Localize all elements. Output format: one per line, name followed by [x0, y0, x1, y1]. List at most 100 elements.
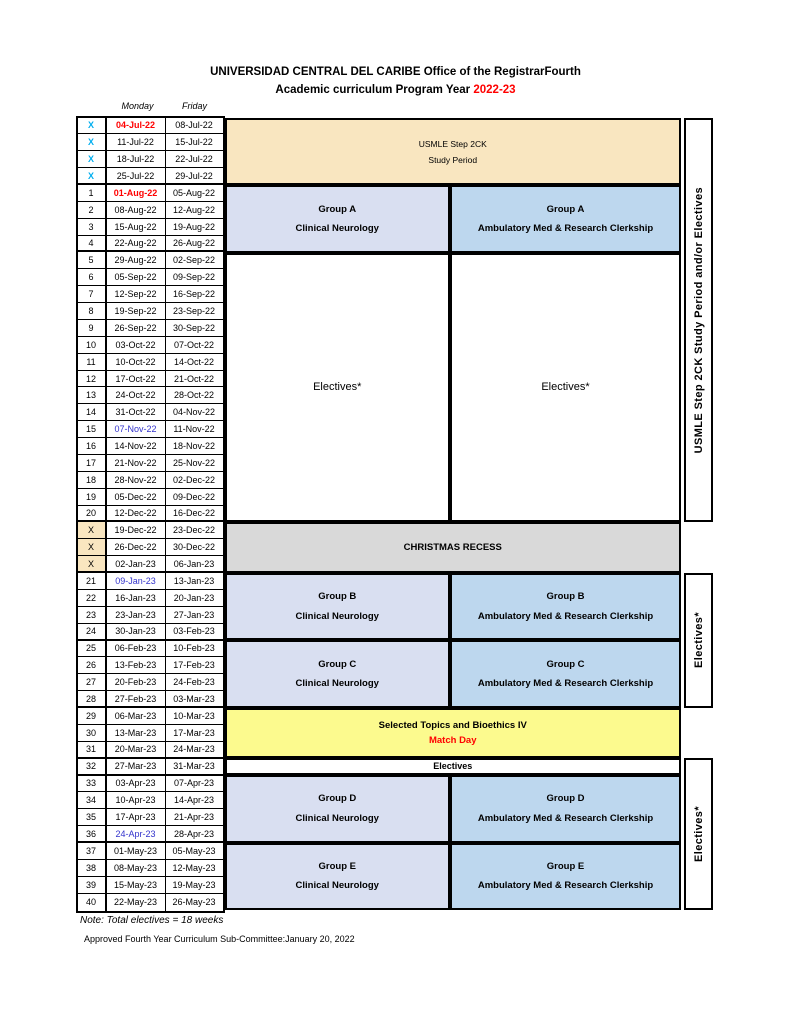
- friday-date-cell: 19-Aug-22: [172, 221, 216, 232]
- sidebar-electives-2: Electives*: [684, 758, 713, 910]
- monday-date-cell: 09-Jan-23: [107, 573, 166, 589]
- monday-date-cell: 18-Jul-22: [107, 151, 166, 168]
- friday-date-cell: 16-Dec-22: [172, 507, 216, 518]
- week-number-cell: 39: [78, 876, 107, 893]
- monday-date-cell: 02-Jan-23: [107, 556, 166, 572]
- week-number-cell: 10: [78, 336, 107, 353]
- week-number-cell: 23: [78, 606, 107, 623]
- block-label: Study Period: [428, 154, 478, 165]
- week-number-cell: 11: [78, 353, 107, 370]
- title-line2: Academic curriculum Program Year 2022-23: [0, 82, 791, 100]
- friday-date-cell: 14-Oct-22: [173, 356, 215, 367]
- monday-date-cell: 13-Mar-23: [107, 724, 166, 741]
- block-label: Clinical Neurology: [295, 223, 379, 235]
- friday-date-cell: 12-May-23: [172, 862, 216, 873]
- column-header-monday: Monday: [121, 101, 154, 111]
- friday-date-cell: 02-Dec-22: [172, 474, 216, 485]
- block-label: Match Day: [428, 734, 477, 746]
- week-number-cell: 25: [78, 640, 107, 657]
- sidebar-label: USMLE Step 2CK Study Period and/or Elect…: [692, 187, 705, 454]
- week-number-cell: 26: [78, 657, 107, 674]
- friday-date-cell: 07-Apr-23: [173, 778, 215, 789]
- block-label: USMLE Step 2CK: [418, 138, 487, 149]
- week-number-cell: 6: [78, 269, 107, 286]
- monday-date-cell: 01-May-23: [107, 843, 166, 859]
- week-number-cell: 3: [78, 218, 107, 235]
- friday-date-cell: 16-Sep-22: [172, 289, 216, 300]
- block-label: Group E: [318, 860, 356, 872]
- friday-date-cell: 12-Aug-22: [172, 204, 216, 215]
- monday-date-cell: 28-Nov-22: [107, 471, 166, 488]
- block-label: Clinical Neurology: [295, 678, 379, 690]
- week-number-cell: X: [78, 117, 107, 134]
- monday-date-cell: 21-Nov-22: [107, 454, 166, 471]
- week-number-cell: 38: [78, 859, 107, 876]
- friday-date-cell: 04-Nov-22: [172, 407, 216, 418]
- week-number-cell: 5: [78, 252, 107, 269]
- block-label: Group B: [546, 591, 585, 603]
- electives-row-block: Electives: [224, 758, 681, 776]
- monday-date-cell: 10-Oct-22: [107, 353, 166, 370]
- monday-date-cell: 13-Feb-23: [107, 657, 166, 674]
- monday-date-cell: 12-Sep-22: [107, 286, 166, 303]
- week-number-cell: 34: [78, 792, 107, 809]
- week-number-cell: X: [78, 134, 107, 151]
- week-number-cell: 8: [78, 303, 107, 319]
- block-label: Group D: [546, 793, 585, 805]
- block-label: Ambulatory Med & Research Clerkship: [477, 678, 654, 690]
- week-number-cell: 31: [78, 741, 107, 757]
- week-number-cell: 2: [78, 201, 107, 218]
- monday-date-cell: 17-Apr-23: [107, 809, 166, 826]
- week-number-cell: 16: [78, 438, 107, 454]
- friday-date-cell: 05-Aug-22: [172, 187, 216, 198]
- monday-date-cell: 19-Sep-22: [107, 303, 166, 319]
- monday-date-cell: 23-Jan-23: [107, 606, 166, 623]
- block-label: Ambulatory Med & Research Clerkship: [477, 812, 654, 824]
- block-label: Group E: [546, 860, 585, 872]
- friday-date-cell: 25-Nov-22: [172, 457, 216, 468]
- block-label: Group C: [318, 658, 357, 670]
- friday-date-cell: 09-Dec-22: [172, 491, 216, 502]
- monday-date-cell: 15-May-23: [107, 876, 166, 893]
- block-label: Ambulatory Med & Research Clerkship: [477, 880, 654, 892]
- sidebar-electives-1: Electives*: [684, 572, 713, 708]
- monday-date-cell: 07-Nov-22: [107, 421, 166, 438]
- group-c-neurology-block: Group C Clinical Neurology: [224, 640, 450, 708]
- week-number-cell: X: [77, 556, 107, 572]
- monday-date-cell: 20-Feb-23: [107, 674, 166, 691]
- friday-date-cell: 31-Mar-23: [173, 761, 215, 772]
- monday-date-cell: 26-Sep-22: [107, 319, 166, 336]
- friday-date-cell: 28-Apr-23: [173, 828, 215, 839]
- friday-date-cell: 15-Jul-22: [175, 137, 213, 148]
- friday-date-cell: 11-Nov-22: [173, 424, 215, 435]
- friday-date-cell: 21-Oct-22: [173, 373, 215, 384]
